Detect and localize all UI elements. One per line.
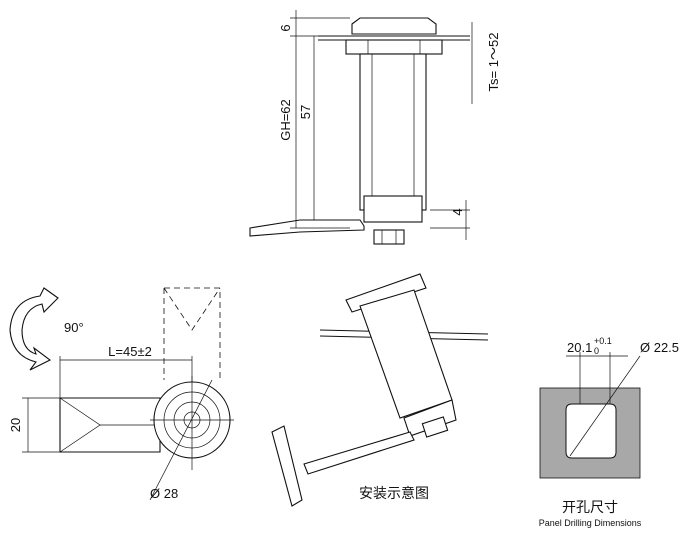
install-view: 安装示意图 — [271, 273, 489, 507]
lock-body-lower — [363, 195, 423, 223]
cutout-width: 20.1 — [567, 340, 592, 355]
cutout-hole — [565, 403, 617, 459]
dim-length: L=45±2 — [108, 344, 152, 359]
dim-body: 57 — [298, 105, 313, 119]
cutout-diameter: Ø 22.5 — [640, 340, 679, 355]
top-view: 90° L=45±2 20 Ø 28 — [8, 287, 234, 501]
dim-panel-thickness: Ts= 1～52 — [486, 33, 501, 92]
install-body — [359, 289, 453, 419]
rotation-arrow-icon — [9, 287, 59, 371]
dim-width: 20 — [8, 418, 23, 432]
install-screw — [421, 416, 449, 438]
install-cam-end — [271, 425, 303, 507]
cutout-tol-upper: +0.1 — [594, 336, 612, 346]
lock-cap — [351, 17, 437, 35]
side-view: 6 GH=62 57 4 Ts= 1～52 — [249, 10, 501, 245]
install-cap — [345, 273, 427, 313]
cutout-caption: 开孔尺寸 — [562, 500, 618, 516]
dim-cam: 4 — [450, 208, 465, 215]
dim-diameter: Ø 28 — [150, 486, 178, 501]
dim-total: GH=62 — [278, 99, 293, 141]
dim-top: 6 — [278, 24, 293, 31]
install-cam — [303, 431, 415, 475]
lock-body — [359, 53, 427, 211]
cutout-tol-lower: 0 — [594, 346, 599, 356]
install-caption: 安装示意图 — [359, 485, 429, 502]
rotated-cam-outline — [163, 287, 221, 380]
panel-cutout: 20.1 +0.1 0 Ø 22.5 开孔尺寸 Panel Drilling D… — [539, 336, 679, 528]
mount-nut — [345, 39, 443, 55]
cutout-caption-en: Panel Drilling Dimensions — [539, 518, 642, 528]
cam-screw — [373, 229, 405, 245]
rotation-angle: 90° — [64, 320, 84, 335]
